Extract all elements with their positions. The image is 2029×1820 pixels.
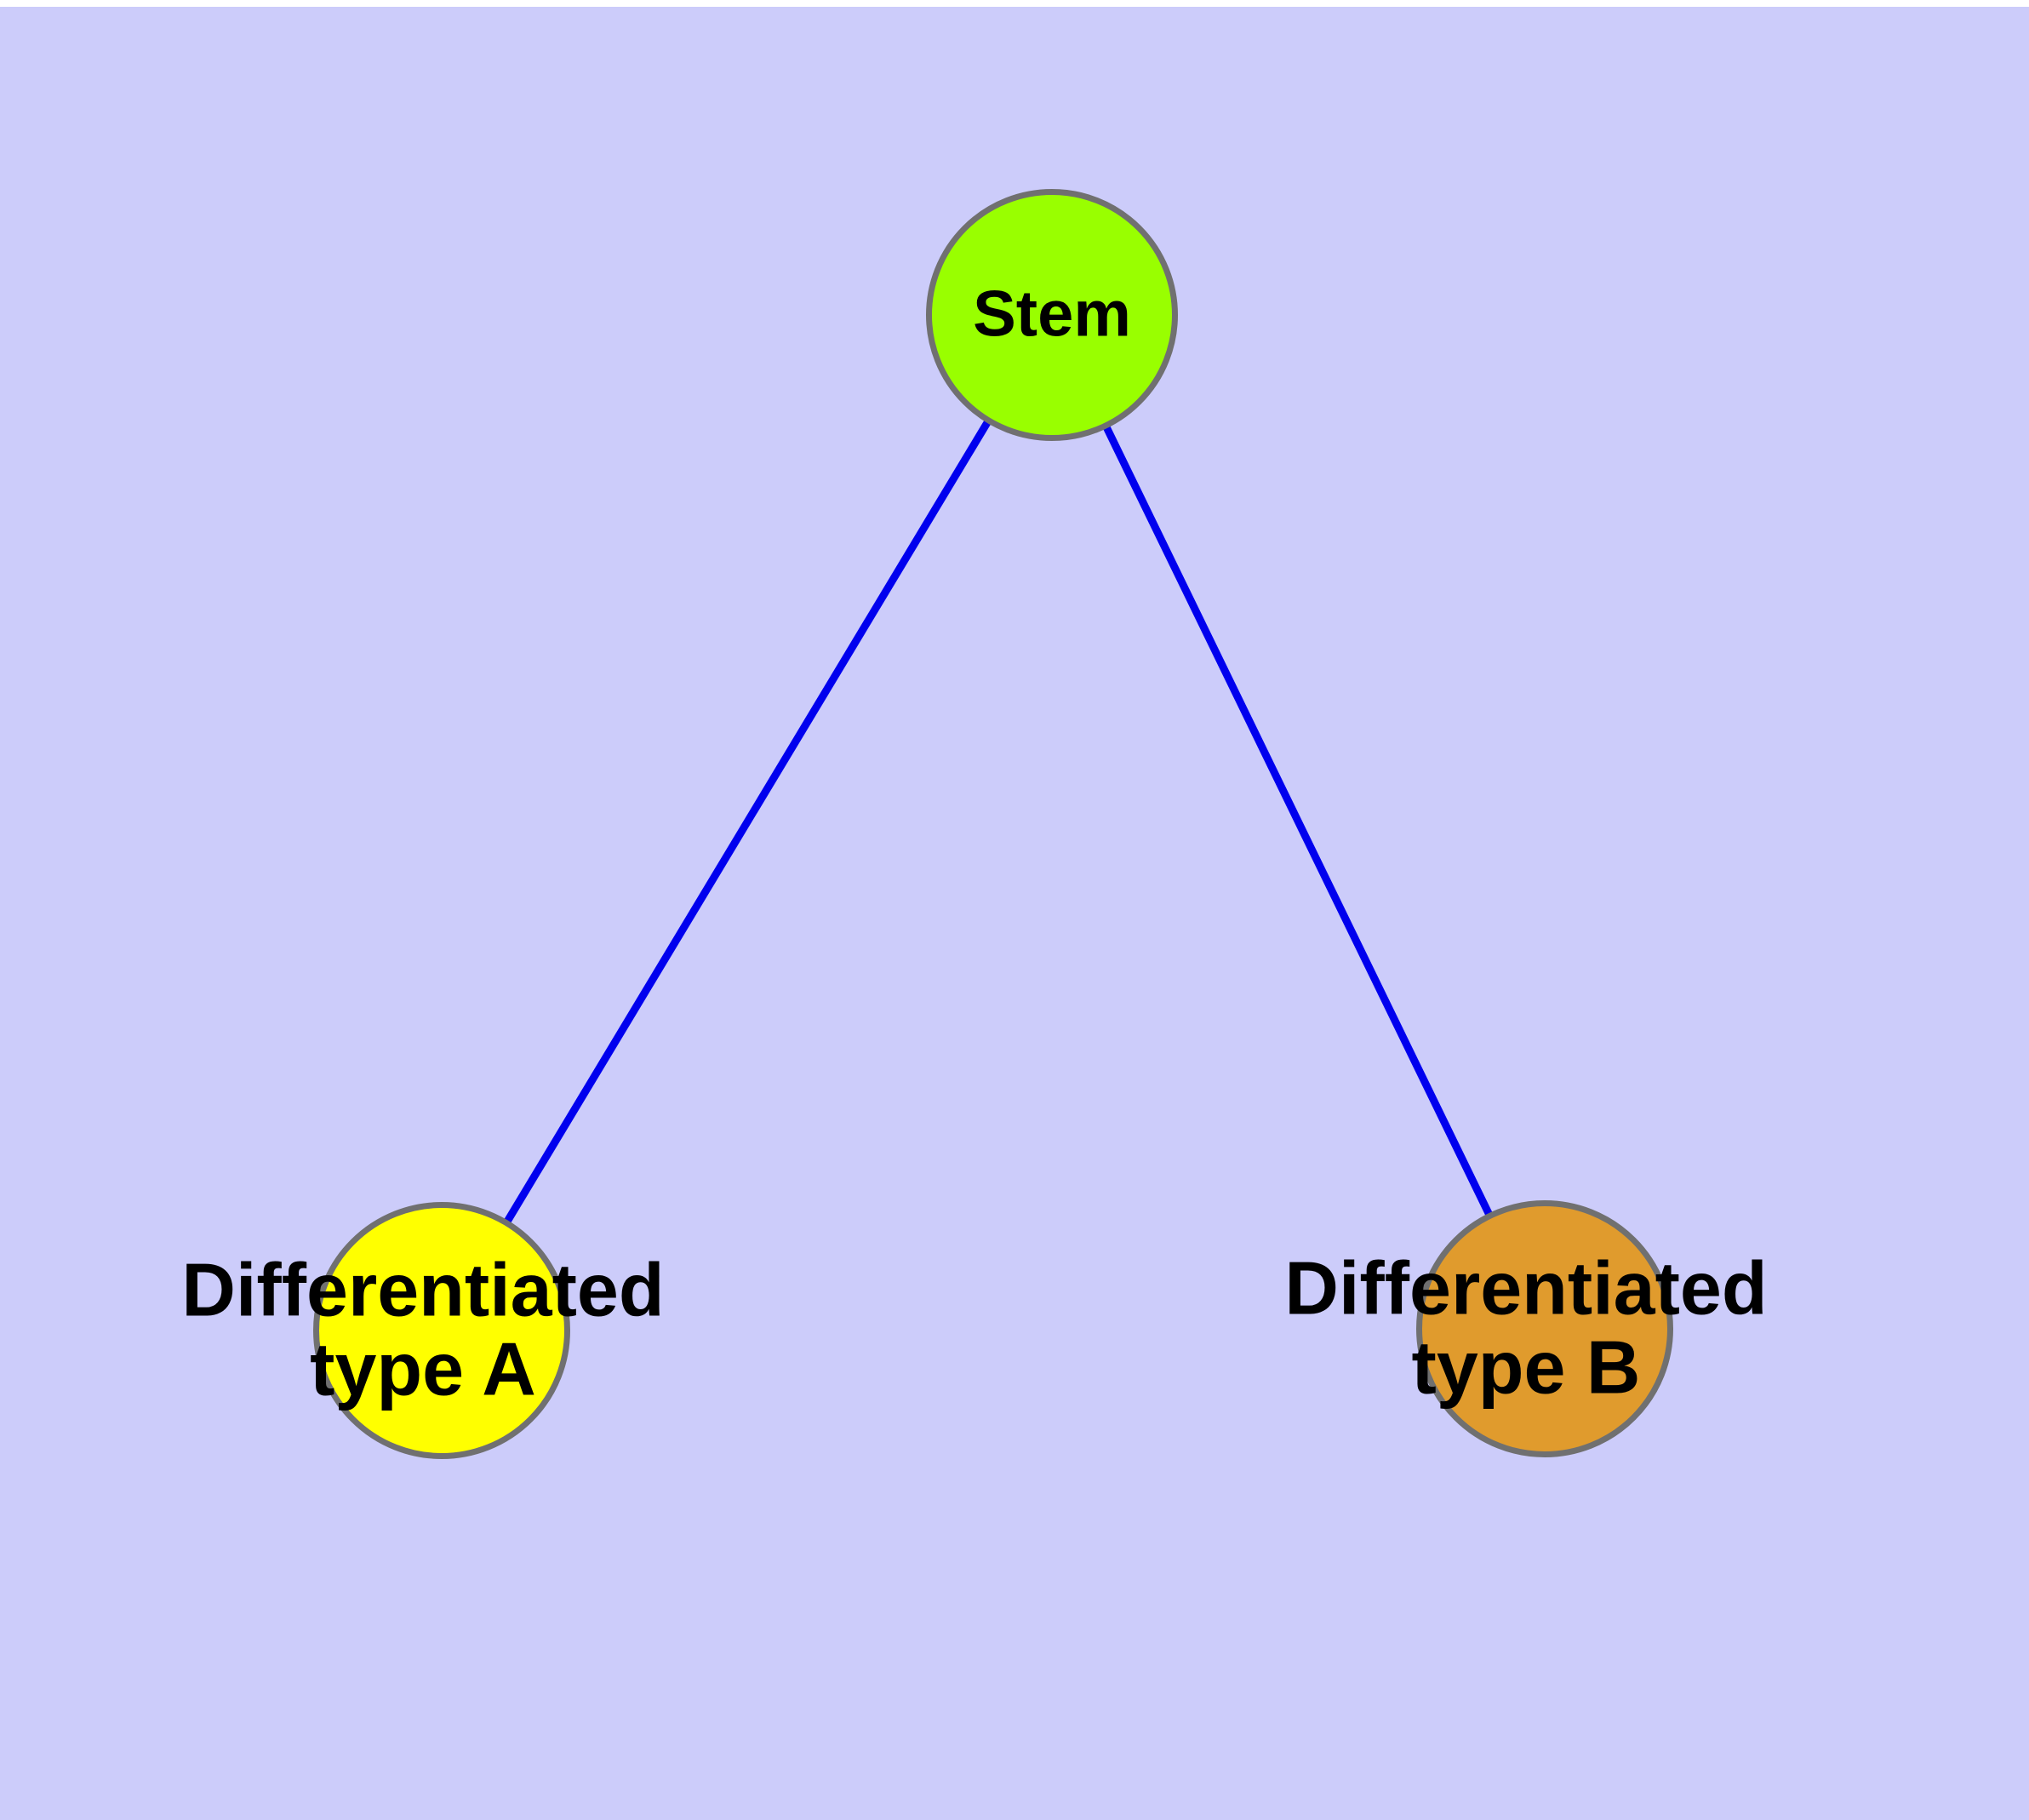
node-circle-diff-a[interactable] [313, 1202, 570, 1459]
node-circle-stem[interactable] [926, 189, 1178, 441]
edge-stem-diff-a[interactable] [438, 312, 1055, 1333]
edge-stem-diff-b[interactable] [1048, 313, 1549, 1331]
edges-group [438, 312, 1549, 1333]
nodes-group [313, 189, 1673, 1459]
node-circle-diff-b[interactable] [1416, 1200, 1673, 1457]
